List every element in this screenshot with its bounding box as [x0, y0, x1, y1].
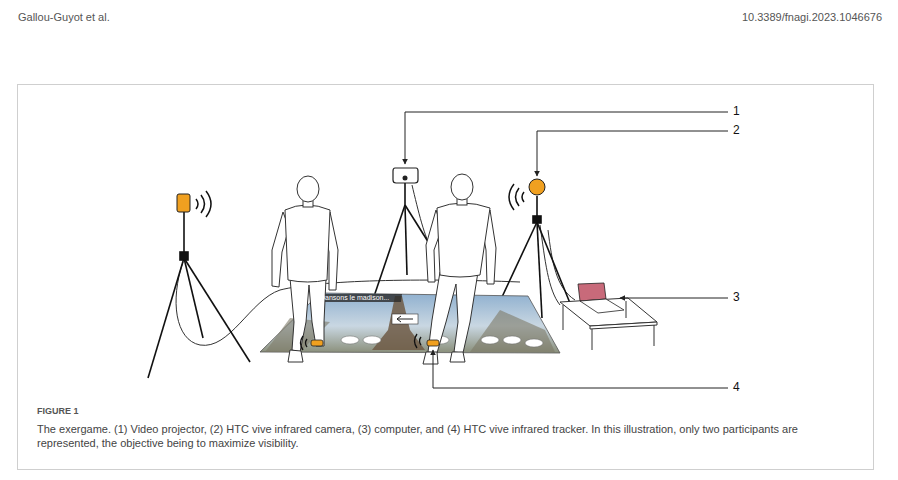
participant [297, 176, 319, 202]
step-targets [503, 336, 521, 344]
step-targets [481, 336, 499, 344]
side-table [590, 322, 657, 329]
side-table [560, 298, 657, 326]
step-targets [341, 336, 543, 347]
projector-tripod [405, 205, 407, 275]
camera-tripod [533, 216, 541, 223]
participant [423, 352, 438, 364]
camera-tripod [183, 212, 185, 258]
camera-tripod [184, 258, 250, 362]
cable [548, 230, 575, 300]
wireless-signal [516, 188, 520, 206]
participant [285, 205, 330, 282]
scenery-image [470, 310, 555, 352]
infrared-tracker [311, 340, 323, 346]
callout-number: 3 [733, 290, 740, 305]
video-projector [393, 168, 418, 183]
figure-caption: The exergame. (1) Video projector, (2) H… [37, 423, 857, 451]
callout-number: 2 [733, 123, 740, 138]
laptop-keyboard [580, 299, 624, 313]
camera-tripod [184, 258, 203, 338]
projector-tripod [404, 182, 406, 205]
side-table [654, 325, 655, 346]
leader-line [405, 112, 728, 164]
projected-title: Dansons le madison... [320, 294, 389, 303]
wireless-signal [509, 184, 524, 210]
leader-line [433, 350, 728, 388]
wireless-signal [301, 336, 304, 350]
wireless-signal [306, 339, 308, 347]
leader-line [405, 112, 728, 388]
participant [450, 352, 465, 362]
camera-tripod [148, 258, 184, 378]
side-table [626, 301, 627, 318]
camera-tripod [180, 252, 188, 260]
laptop-screen [578, 283, 606, 301]
figure-frame [18, 85, 874, 470]
wireless-signal [522, 192, 524, 202]
doi-header: 10.3389/fnagi.2023.1046676 [742, 11, 882, 25]
wireless-signal [509, 184, 514, 210]
side-table [560, 298, 657, 350]
camera-tripod [537, 222, 542, 318]
camera-tripod [148, 212, 250, 378]
leader-line [537, 131, 728, 176]
participant [288, 350, 303, 362]
wireless-signal [415, 334, 422, 348]
direction-arrow-sign [392, 314, 418, 324]
participant [451, 174, 473, 200]
projector-lens [403, 176, 408, 181]
wireless-signal [301, 336, 308, 350]
wireless-signal [206, 191, 211, 217]
step-targets [525, 339, 543, 347]
title-band [316, 294, 402, 302]
side-table [563, 305, 564, 330]
leader-line [620, 298, 728, 299]
callout-number: 1 [733, 104, 740, 119]
wireless-signal [196, 191, 211, 217]
wireless-signal [201, 195, 205, 213]
infrared-tracker [427, 340, 439, 346]
participant [428, 272, 478, 353]
participant [272, 176, 338, 362]
infrared-camera [529, 179, 545, 195]
wireless-signal [415, 334, 418, 348]
figure-label: FIGURE 1 [37, 406, 79, 417]
infrared-camera [177, 194, 190, 212]
wireless-signal [420, 337, 422, 345]
participant [290, 278, 326, 352]
author-header: Gallou-Guyot et al. [18, 11, 110, 25]
step-targets [341, 336, 359, 344]
callout-number: 4 [733, 380, 740, 395]
direction-arrow [397, 316, 413, 322]
wireless-signal [196, 199, 198, 209]
camera-tripod [537, 222, 572, 308]
step-targets [363, 336, 381, 344]
participant [437, 203, 490, 277]
side-table [592, 329, 593, 350]
participant [423, 174, 496, 364]
